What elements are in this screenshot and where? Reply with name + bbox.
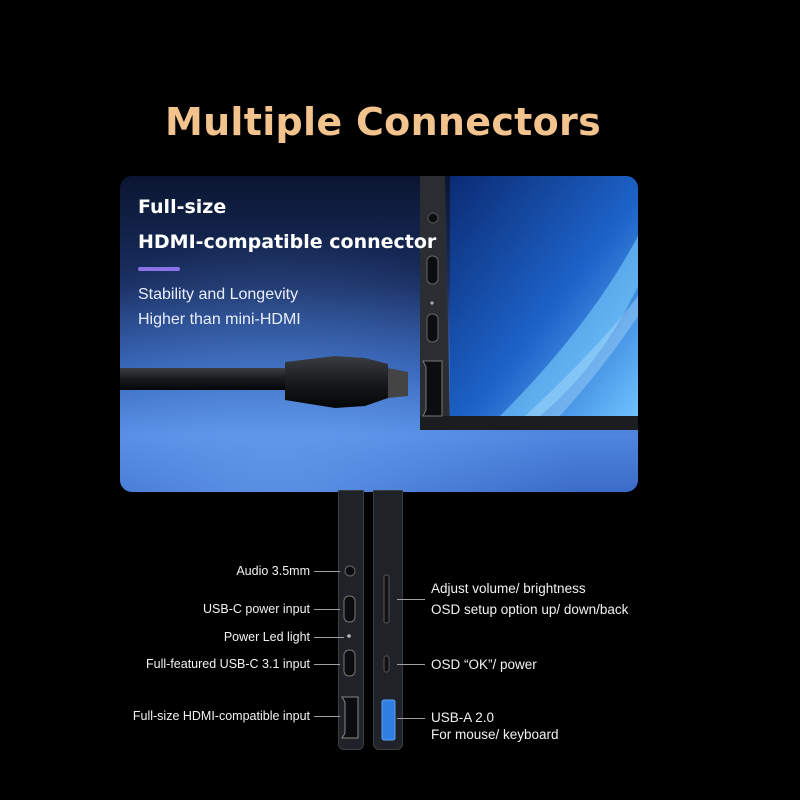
hero-heading-line1: Full-size (138, 196, 227, 218)
led-icon (430, 301, 434, 305)
audio-jack-icon (427, 212, 439, 224)
leader-line (314, 571, 340, 572)
hdmi-port-icon (341, 696, 359, 739)
hdmi-cable (120, 368, 290, 390)
usb-c-port-icon (426, 313, 439, 343)
leader-line (314, 609, 340, 610)
leader-line (397, 718, 425, 719)
accent-bar (138, 267, 180, 271)
usb-a-port-icon (381, 699, 396, 741)
label-usb-c-power: USB-C power input (203, 602, 310, 616)
usb-c-port-icon (343, 595, 356, 623)
hero-body-line2: Higher than mini-HDMI (138, 311, 301, 328)
leader-line (397, 664, 425, 665)
usb-c-port-icon (343, 649, 356, 677)
label-hdmi: Full-size HDMI-compatible input (132, 709, 310, 723)
hero-body-line1: Stability and Longevity (138, 286, 299, 303)
hdmi-plug (285, 356, 388, 408)
label-usb-a: USB-A 2.0 (431, 710, 495, 725)
label-power-led: Power Led light (223, 630, 310, 644)
rocker-switch-icon (383, 574, 390, 624)
hero-heading-line2: HDMI-compatible connector (138, 231, 437, 253)
hero-panel: Full-size HDMI-compatible connector Stab… (120, 176, 638, 492)
label-usb-c-full: Full-featured USB-C 3.1 input (146, 657, 310, 671)
label-osd: OSD setup option up/ down/back (431, 602, 629, 617)
power-button-icon (383, 655, 390, 673)
label-audio: Audio 3.5mm (236, 564, 310, 578)
audio-jack-icon (344, 565, 356, 577)
led-icon (347, 634, 351, 638)
label-ok-power: OSD “OK”/ power (431, 657, 537, 672)
leader-line (314, 716, 340, 717)
leader-line (314, 664, 340, 665)
leader-line (397, 599, 425, 600)
label-volume: Adjust volume/ brightness (431, 581, 586, 596)
hdmi-port-icon (422, 360, 443, 417)
page-title: Multiple Connectors (164, 100, 602, 144)
screen-swoosh (500, 236, 638, 416)
usb-c-port-icon (426, 255, 439, 285)
leader-line (314, 637, 344, 638)
label-mouse-keyboard: For mouse/ keyboard (431, 727, 559, 742)
monitor-side-illustration (120, 176, 638, 430)
